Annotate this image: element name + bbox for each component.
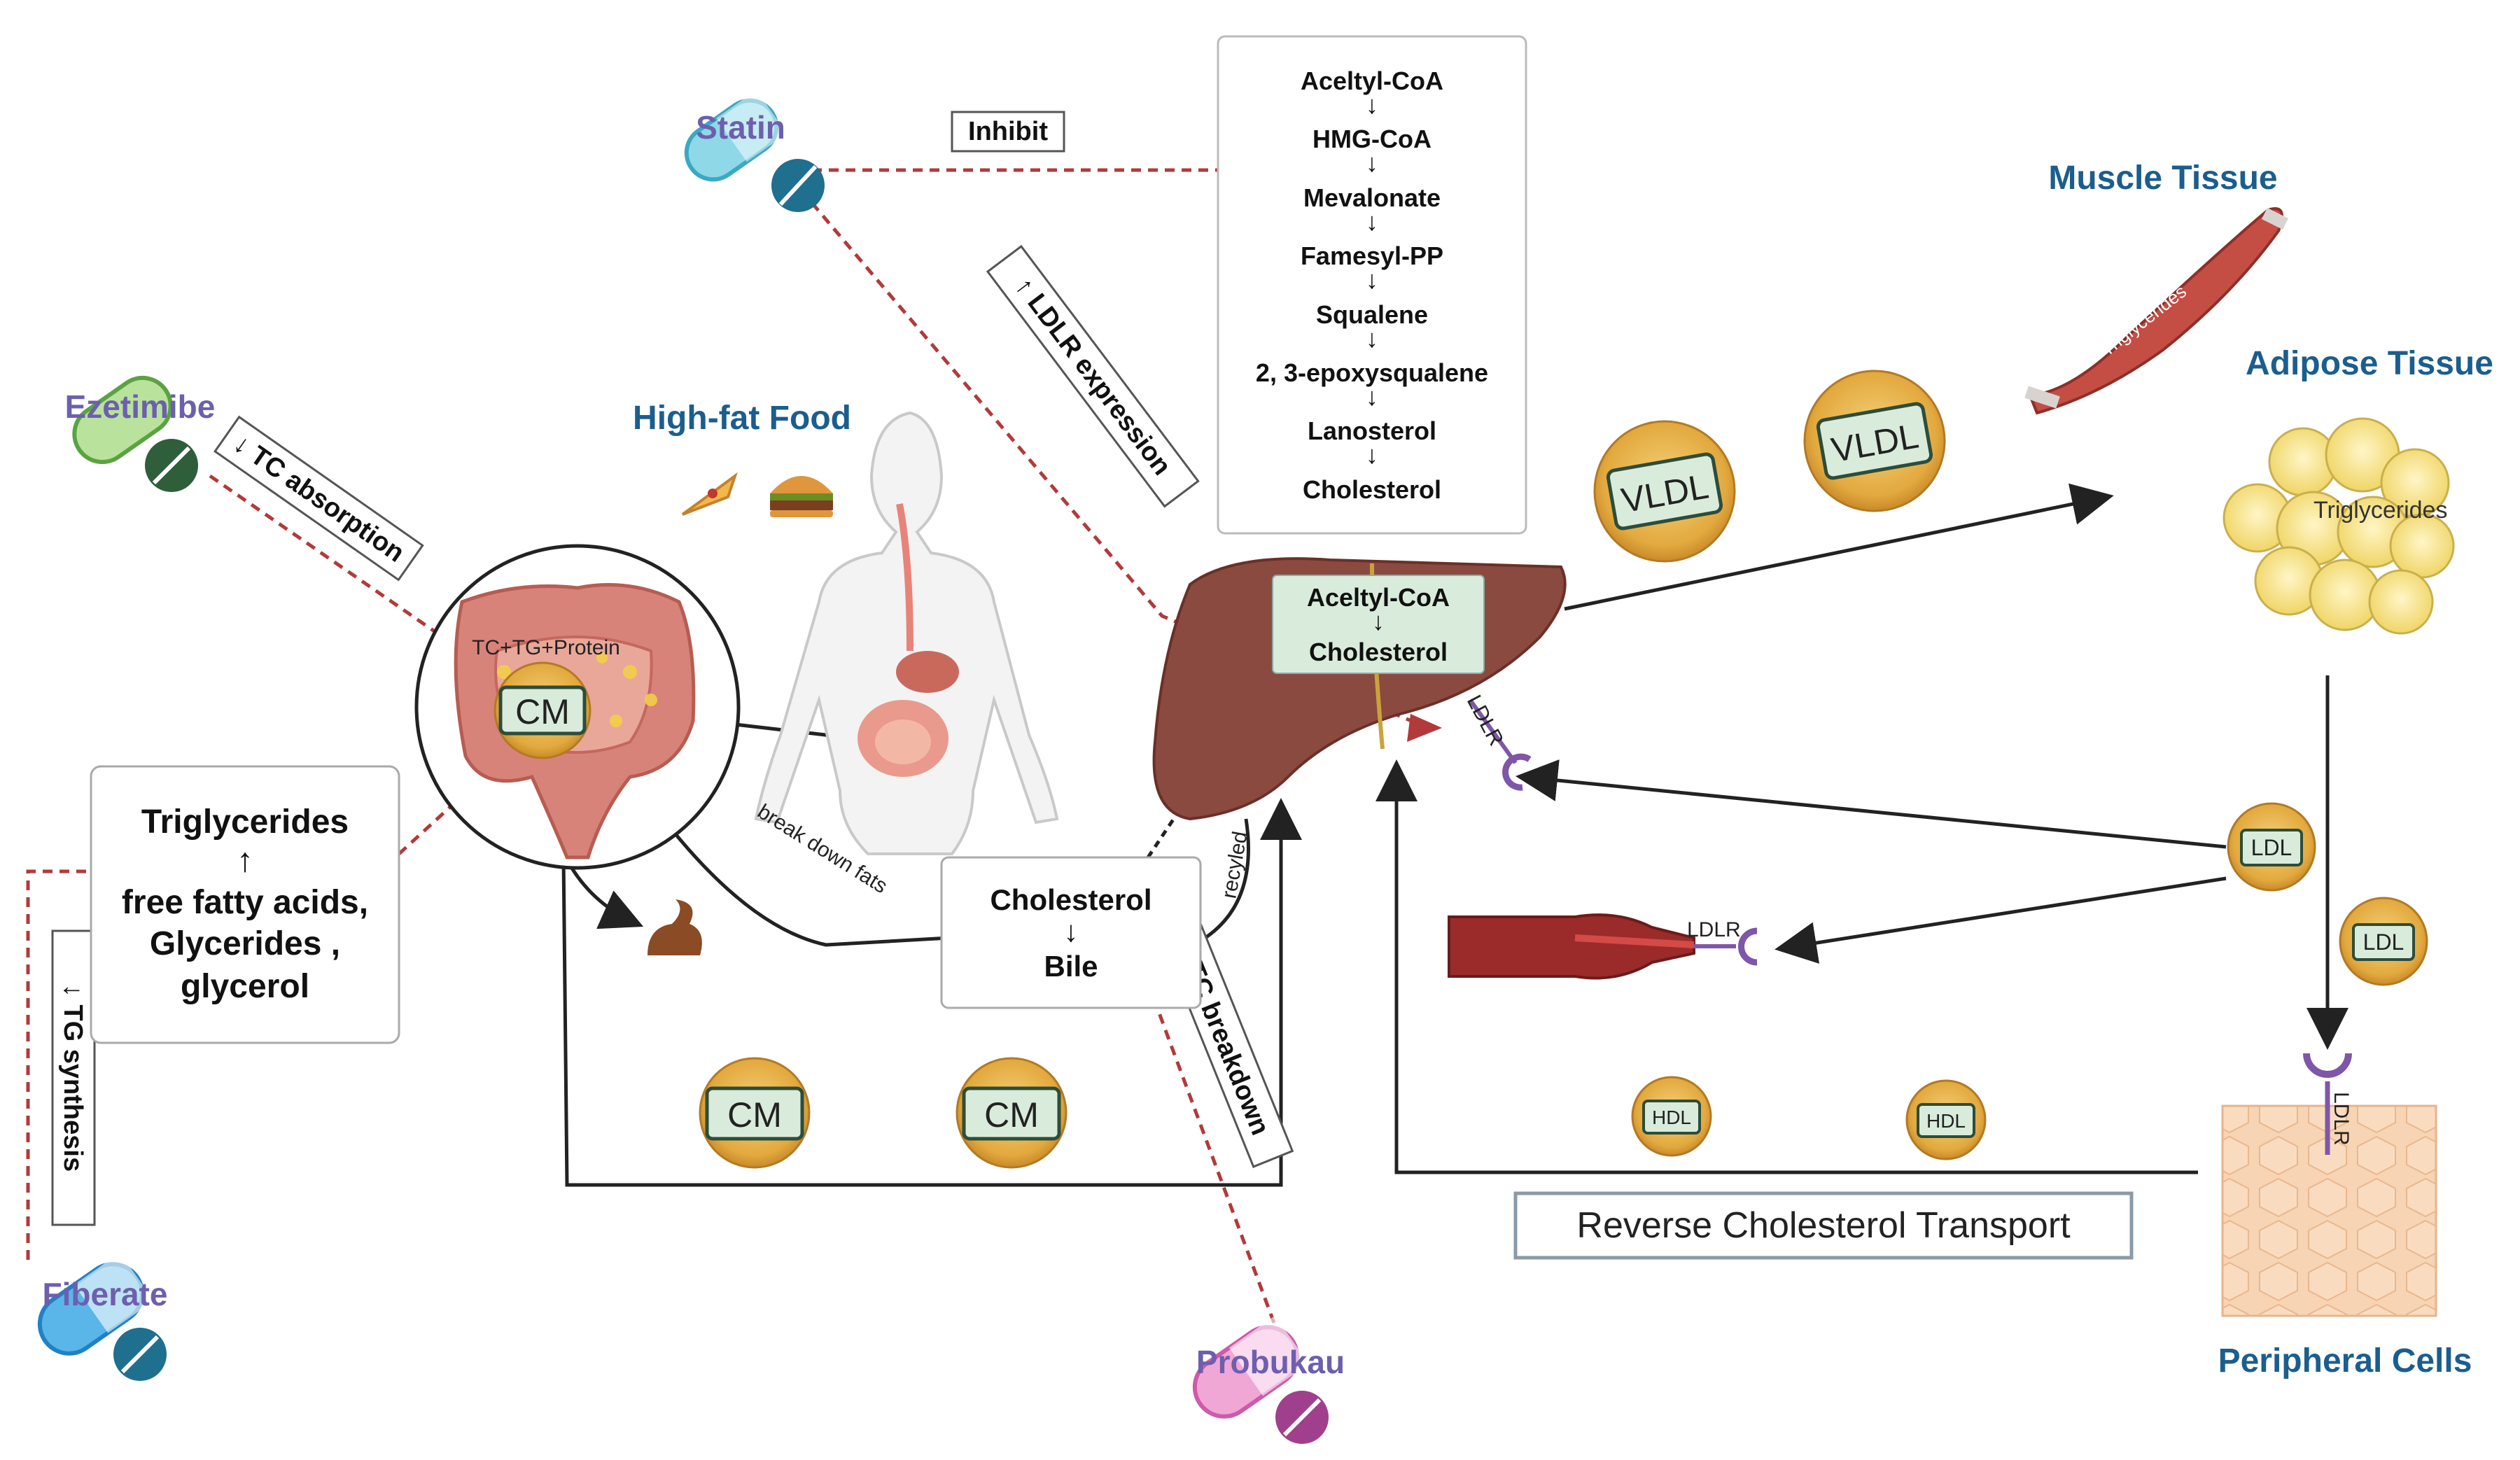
- ezetimibe-drug: Ezetimibe: [65, 375, 216, 492]
- muscle-tissue-label: Muscle Tissue: [2048, 160, 2277, 197]
- pathway-step: Lanosterol: [1308, 416, 1436, 445]
- inhibit-tag: Inhibit: [951, 111, 1065, 153]
- pathway-step: HMG-CoA: [1312, 125, 1432, 153]
- bile-top: Cholesterol: [990, 883, 1152, 916]
- ldlr-expression-label: ↑ LDLR expression: [1009, 272, 1177, 481]
- triglyceride-box: Triglycerides ↑ free fatty acids, Glycer…: [90, 765, 400, 1044]
- adipose-tissue-label: Adipose Tissue: [2246, 345, 2493, 382]
- reverse-transport-box: Reverse Cholesterol Transport: [1513, 1191, 2134, 1260]
- pathway-arrow: ↓: [1366, 90, 1378, 119]
- hdl-label: HDL: [1652, 1107, 1691, 1128]
- liver-step-top: Aceltyl-CoA: [1307, 583, 1450, 612]
- tc-tg-protein-label: TC+TG+Protein: [472, 636, 620, 659]
- bile-bottom: Bile: [1044, 950, 1098, 983]
- capsule-icon: [1192, 1315, 1309, 1419]
- tg-arrow: ↑: [237, 842, 253, 879]
- pathway-step: Mevalonate: [1303, 183, 1441, 212]
- pathway-arrow: ↓: [1366, 207, 1378, 236]
- ldlr-expression-tag: ↑ LDLR expression: [986, 244, 1200, 508]
- hdl-label: HDL: [1926, 1110, 1966, 1132]
- ldl-label: LDL: [2363, 929, 2404, 955]
- tg-line1: free fatty acids,: [122, 884, 368, 921]
- pathway-step: Aceltyl-CoA: [1301, 66, 1443, 95]
- triglycerides-adipose-label: Triglycerides: [2314, 497, 2447, 524]
- capsule-icon: [37, 1252, 154, 1356]
- probukau-drug: Probukau: [1192, 1315, 1345, 1444]
- pathway-arrow: ↓: [1366, 324, 1378, 353]
- liver: Aceltyl-CoA ↓ Cholesterol: [1152, 557, 1567, 821]
- tg-synthesis-label: ↓ TG synthesis: [58, 984, 88, 1172]
- statin-label: Statin: [696, 109, 785, 146]
- pathway-step: Cholesterol: [1303, 475, 1441, 504]
- peripheral-cells-label: Peripheral Cells: [2218, 1342, 2472, 1380]
- probukau-label: Probukau: [1196, 1344, 1345, 1380]
- capsule-icon: [684, 90, 788, 182]
- ldl-particle: LDL: [2339, 897, 2428, 986]
- fiberate-label: Fiberate: [43, 1276, 168, 1312]
- cm-label: CM: [984, 1095, 1039, 1135]
- cm-label: CM: [515, 692, 570, 731]
- cm-particle: CM: [699, 1057, 811, 1169]
- ldlr-label: LDLR: [1687, 918, 1741, 941]
- bile-arrow: ↓: [1064, 915, 1079, 948]
- fiberate-drug: Fiberate: [37, 1252, 168, 1381]
- high-fat-food-label: High-fat Food: [633, 400, 851, 437]
- pathway-arrow: ↓: [1366, 265, 1378, 294]
- cm-particle-gut: CM: [493, 661, 592, 759]
- pathway-step: Famesyl-PP: [1301, 241, 1443, 270]
- pathway-arrow: ↓: [1366, 440, 1378, 469]
- blood-vessel: LDLR: [1448, 913, 1758, 980]
- reverse-transport-label: Reverse Cholesterol Transport: [1576, 1205, 2071, 1246]
- liver-step-bottom: Cholesterol: [1309, 638, 1448, 666]
- tc-absorption-tag: ↓ TC absorption: [214, 415, 424, 582]
- hdl-particle: HDL: [1905, 1079, 1987, 1160]
- pizza-icon: [681, 472, 738, 516]
- pathway-step: 2, 3-epoxysqualene: [1256, 358, 1488, 387]
- tg-line3: glycerol: [181, 968, 309, 1005]
- feces-icon: [648, 899, 702, 955]
- adipose-tissue-illustration: Triglycerides: [2222, 417, 2455, 635]
- muscle-tissue-illustration: Triglycerides: [2024, 207, 2289, 415]
- tg-title: Triglycerides: [141, 803, 349, 841]
- ldl-label: LDL: [2251, 835, 2292, 860]
- burger-icon: [770, 476, 833, 517]
- statin-drug: Statin: [684, 90, 825, 212]
- vldl-particle: VLDL: [1803, 370, 1946, 512]
- liver-step-arrow: ↓: [1372, 607, 1385, 636]
- tg-line2: Glycerides ,: [150, 925, 340, 962]
- pathway-arrow: ↓: [1366, 148, 1378, 177]
- bile-box: Cholesterol ↓ Bile: [940, 856, 1202, 1009]
- cholesterol-synthesis-pathway: Aceltyl-CoA ↓ HMG-CoA ↓ Mevalonate ↓ Fam…: [1217, 35, 1527, 535]
- cm-particle: CM: [955, 1057, 1068, 1169]
- human-body-silhouette: [754, 411, 1059, 855]
- ldl-particle: LDL: [2227, 802, 2316, 892]
- tc-absorption-label: ↓ TC absorption: [228, 429, 410, 568]
- liver-ldlr-receptor: LDLR: [1462, 692, 1532, 791]
- pathway-arrow: ↓: [1366, 382, 1378, 411]
- ldlr-label: LDLR: [2330, 1092, 2353, 1146]
- cm-label: CM: [727, 1095, 782, 1135]
- peripheral-cells: LDLR: [2221, 1053, 2437, 1317]
- inhibit-label: Inhibit: [968, 117, 1048, 146]
- tg-synthesis-tag: ↓ TG synthesis: [51, 929, 96, 1226]
- capsule-icon: [72, 375, 173, 465]
- liver-target-arrowhead: [1407, 714, 1442, 742]
- vldl-particle: VLDL: [1593, 420, 1736, 563]
- ldlr-label: LDLR: [1462, 692, 1508, 750]
- pathway-step: Squalene: [1316, 300, 1428, 329]
- ezetimibe-label: Ezetimibe: [65, 388, 216, 425]
- hdl-particle: HDL: [1631, 1076, 1712, 1157]
